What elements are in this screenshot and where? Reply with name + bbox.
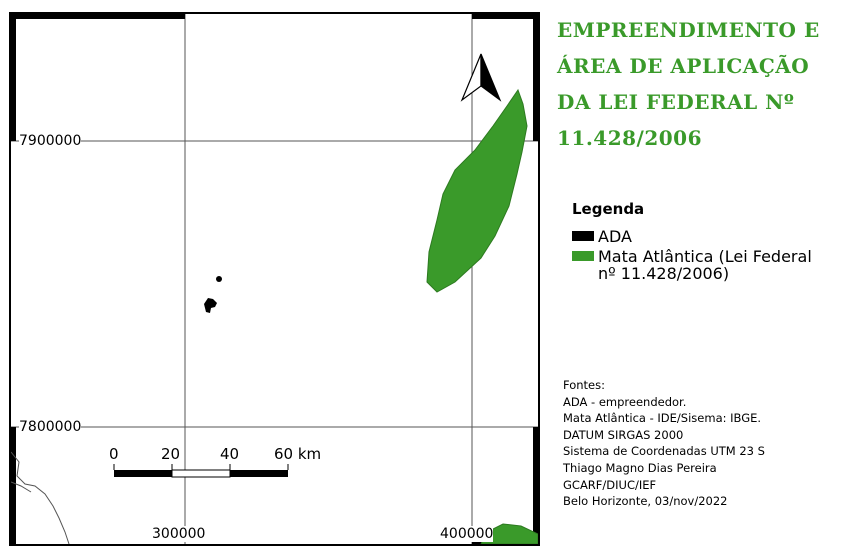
frame-tick (11, 427, 16, 544)
map-title-line: 11.428/2006 (557, 126, 703, 150)
legend-item-ada[interactable]: ADA (572, 229, 632, 245)
sources-line: Fontes: (563, 378, 605, 392)
sources-line: Thiago Magno Dias Pereira (563, 460, 717, 475)
legend-swatch-mata-atlantica (572, 251, 594, 261)
ada-patch[interactable] (204, 298, 217, 313)
north-arrow-icon (460, 53, 502, 102)
sources-line: ADA - empreendedor. (563, 394, 687, 409)
sources-line: GCARF/DIUC/IEF (563, 477, 657, 492)
scale-label: 40 (220, 445, 240, 463)
boundary-line (11, 451, 70, 544)
grid-label-y-lower: 7800000 (19, 419, 82, 435)
map-title: EMPREENDIMENTO E ÁREA DE APLICAÇÃO DA LE… (557, 12, 837, 156)
sources-line: Sistema de Coordenadas UTM 23 S (563, 444, 765, 459)
grid-label-y-upper: 7900000 (19, 133, 82, 149)
legend-label-continuation: nº 11.428/2006) (598, 264, 730, 283)
legend-swatch-ada (572, 231, 594, 241)
sources-block: Fontes: ADA - empreendedor. Mata Atlânti… (563, 377, 765, 510)
scale-bar (113, 464, 289, 478)
legend-label: Mata Atlântica (Lei Federal (598, 247, 812, 266)
scale-label: 60 km (274, 445, 322, 463)
map-frame[interactable]: 7900000 7800000 300000 400000 0 20 40 60… (9, 12, 540, 546)
frame-tick (533, 427, 538, 544)
sources-line: DATUM SIRGAS 2000 (563, 427, 684, 442)
frame-tick (533, 14, 538, 141)
legend-item-mata-atlantica[interactable]: Mata Atlântica (Lei Federal (572, 249, 812, 265)
map-title-line: ÁREA DE APLICAÇÃO (557, 54, 810, 78)
boundary-line (11, 481, 32, 493)
grid-label-x-right: 400000 (440, 526, 494, 542)
scale-label: 20 (161, 445, 181, 463)
mata-atlantica-polygon[interactable] (426, 88, 528, 293)
map-title-line: EMPREENDIMENTO E (557, 18, 820, 42)
grid-label-x-left: 300000 (152, 526, 206, 542)
frame-tick (472, 14, 538, 19)
legend-label: ADA (598, 227, 632, 246)
legend-title: Legenda (572, 200, 645, 218)
scale-label: 0 (109, 445, 119, 463)
ada-patch[interactable] (216, 276, 222, 282)
map-title-line: DA LEI FEDERAL Nº (557, 90, 795, 114)
map-canvas[interactable] (11, 14, 538, 544)
sources-line: Mata Atlântica - IDE/Sisema: IBGE. (563, 411, 762, 426)
frame-tick (11, 14, 185, 19)
sources-line: Belo Horizonte, 03/nov/2022 (563, 494, 728, 509)
frame-tick (11, 14, 16, 141)
